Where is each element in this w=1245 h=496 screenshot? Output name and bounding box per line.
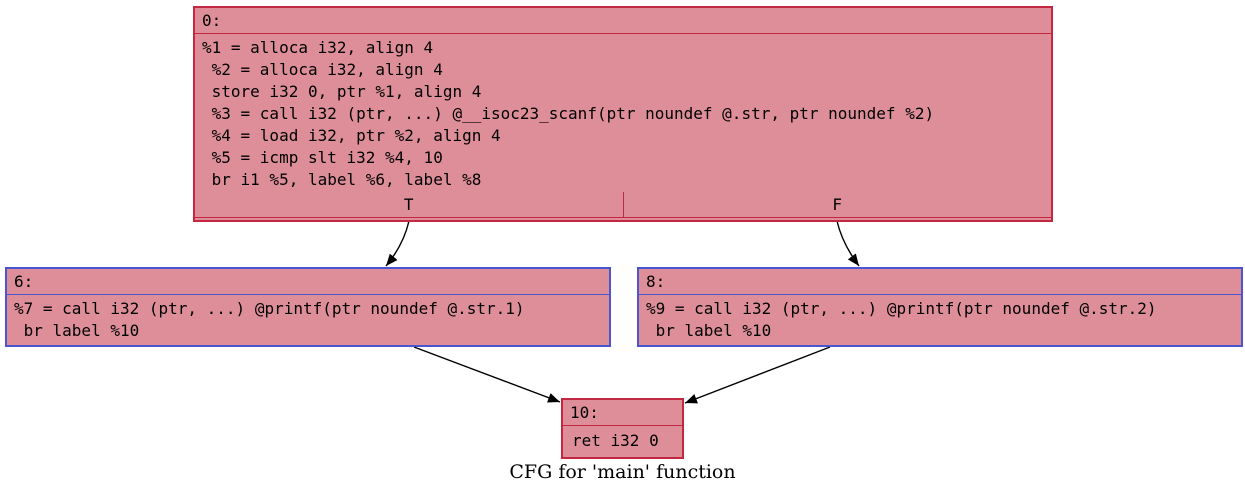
ir-line: %3 = call i32 (ptr, ...) @__isoc23_scanf… bbox=[202, 104, 935, 123]
block-instructions-10: ret i32 0 bbox=[563, 426, 682, 457]
branch-row: T F bbox=[195, 192, 1051, 218]
edge-0T-to-6 bbox=[385, 220, 410, 267]
branch-true-cell: T bbox=[403, 195, 414, 214]
block-label-0: 0: bbox=[195, 8, 1051, 34]
ir-line: br label %10 bbox=[646, 321, 772, 340]
graph-title: CFG for 'main' function bbox=[509, 461, 736, 483]
ir-line: br label %10 bbox=[14, 321, 140, 340]
ir-line: %2 = alloca i32, align 4 bbox=[202, 60, 443, 79]
ir-line: %7 = call i32 (ptr, ...) @printf(ptr nou… bbox=[14, 299, 525, 318]
block-instructions-0: %1 = alloca i32, align 4 %2 = alloca i32… bbox=[195, 34, 1051, 192]
ir-line: %9 = call i32 (ptr, ...) @printf(ptr nou… bbox=[646, 299, 1157, 318]
edge-0F-to-8 bbox=[836, 220, 860, 267]
edge-6-to-10 bbox=[413, 346, 561, 403]
branch-false-cell: F bbox=[622, 192, 1052, 217]
block-label-10: 10: bbox=[563, 400, 682, 426]
ir-line: %5 = icmp slt i32 %4, 10 bbox=[202, 148, 443, 167]
cfg-node-6: 6: %7 = call i32 (ptr, ...) @printf(ptr … bbox=[5, 267, 611, 347]
cfg-node-0: 0: %1 = alloca i32, align 4 %2 = alloca … bbox=[193, 6, 1053, 222]
ir-line: ret i32 0 bbox=[572, 431, 659, 450]
block-instructions-6: %7 = call i32 (ptr, ...) @printf(ptr nou… bbox=[7, 295, 609, 345]
block-label-6: 6: bbox=[7, 269, 609, 295]
ir-line: br i1 %5, label %6, label %8 bbox=[202, 170, 482, 189]
edge-8-to-10 bbox=[684, 346, 831, 404]
ir-line: %1 = alloca i32, align 4 bbox=[202, 38, 434, 57]
cfg-node-10: 10: ret i32 0 bbox=[561, 398, 684, 459]
ir-line: %4 = load i32, ptr %2, align 4 bbox=[202, 126, 501, 145]
block-instructions-8: %9 = call i32 (ptr, ...) @printf(ptr nou… bbox=[639, 295, 1241, 345]
ir-line: store i32 0, ptr %1, align 4 bbox=[202, 82, 482, 101]
cfg-node-8: 8: %9 = call i32 (ptr, ...) @printf(ptr … bbox=[637, 267, 1243, 347]
block-label-8: 8: bbox=[639, 269, 1241, 295]
